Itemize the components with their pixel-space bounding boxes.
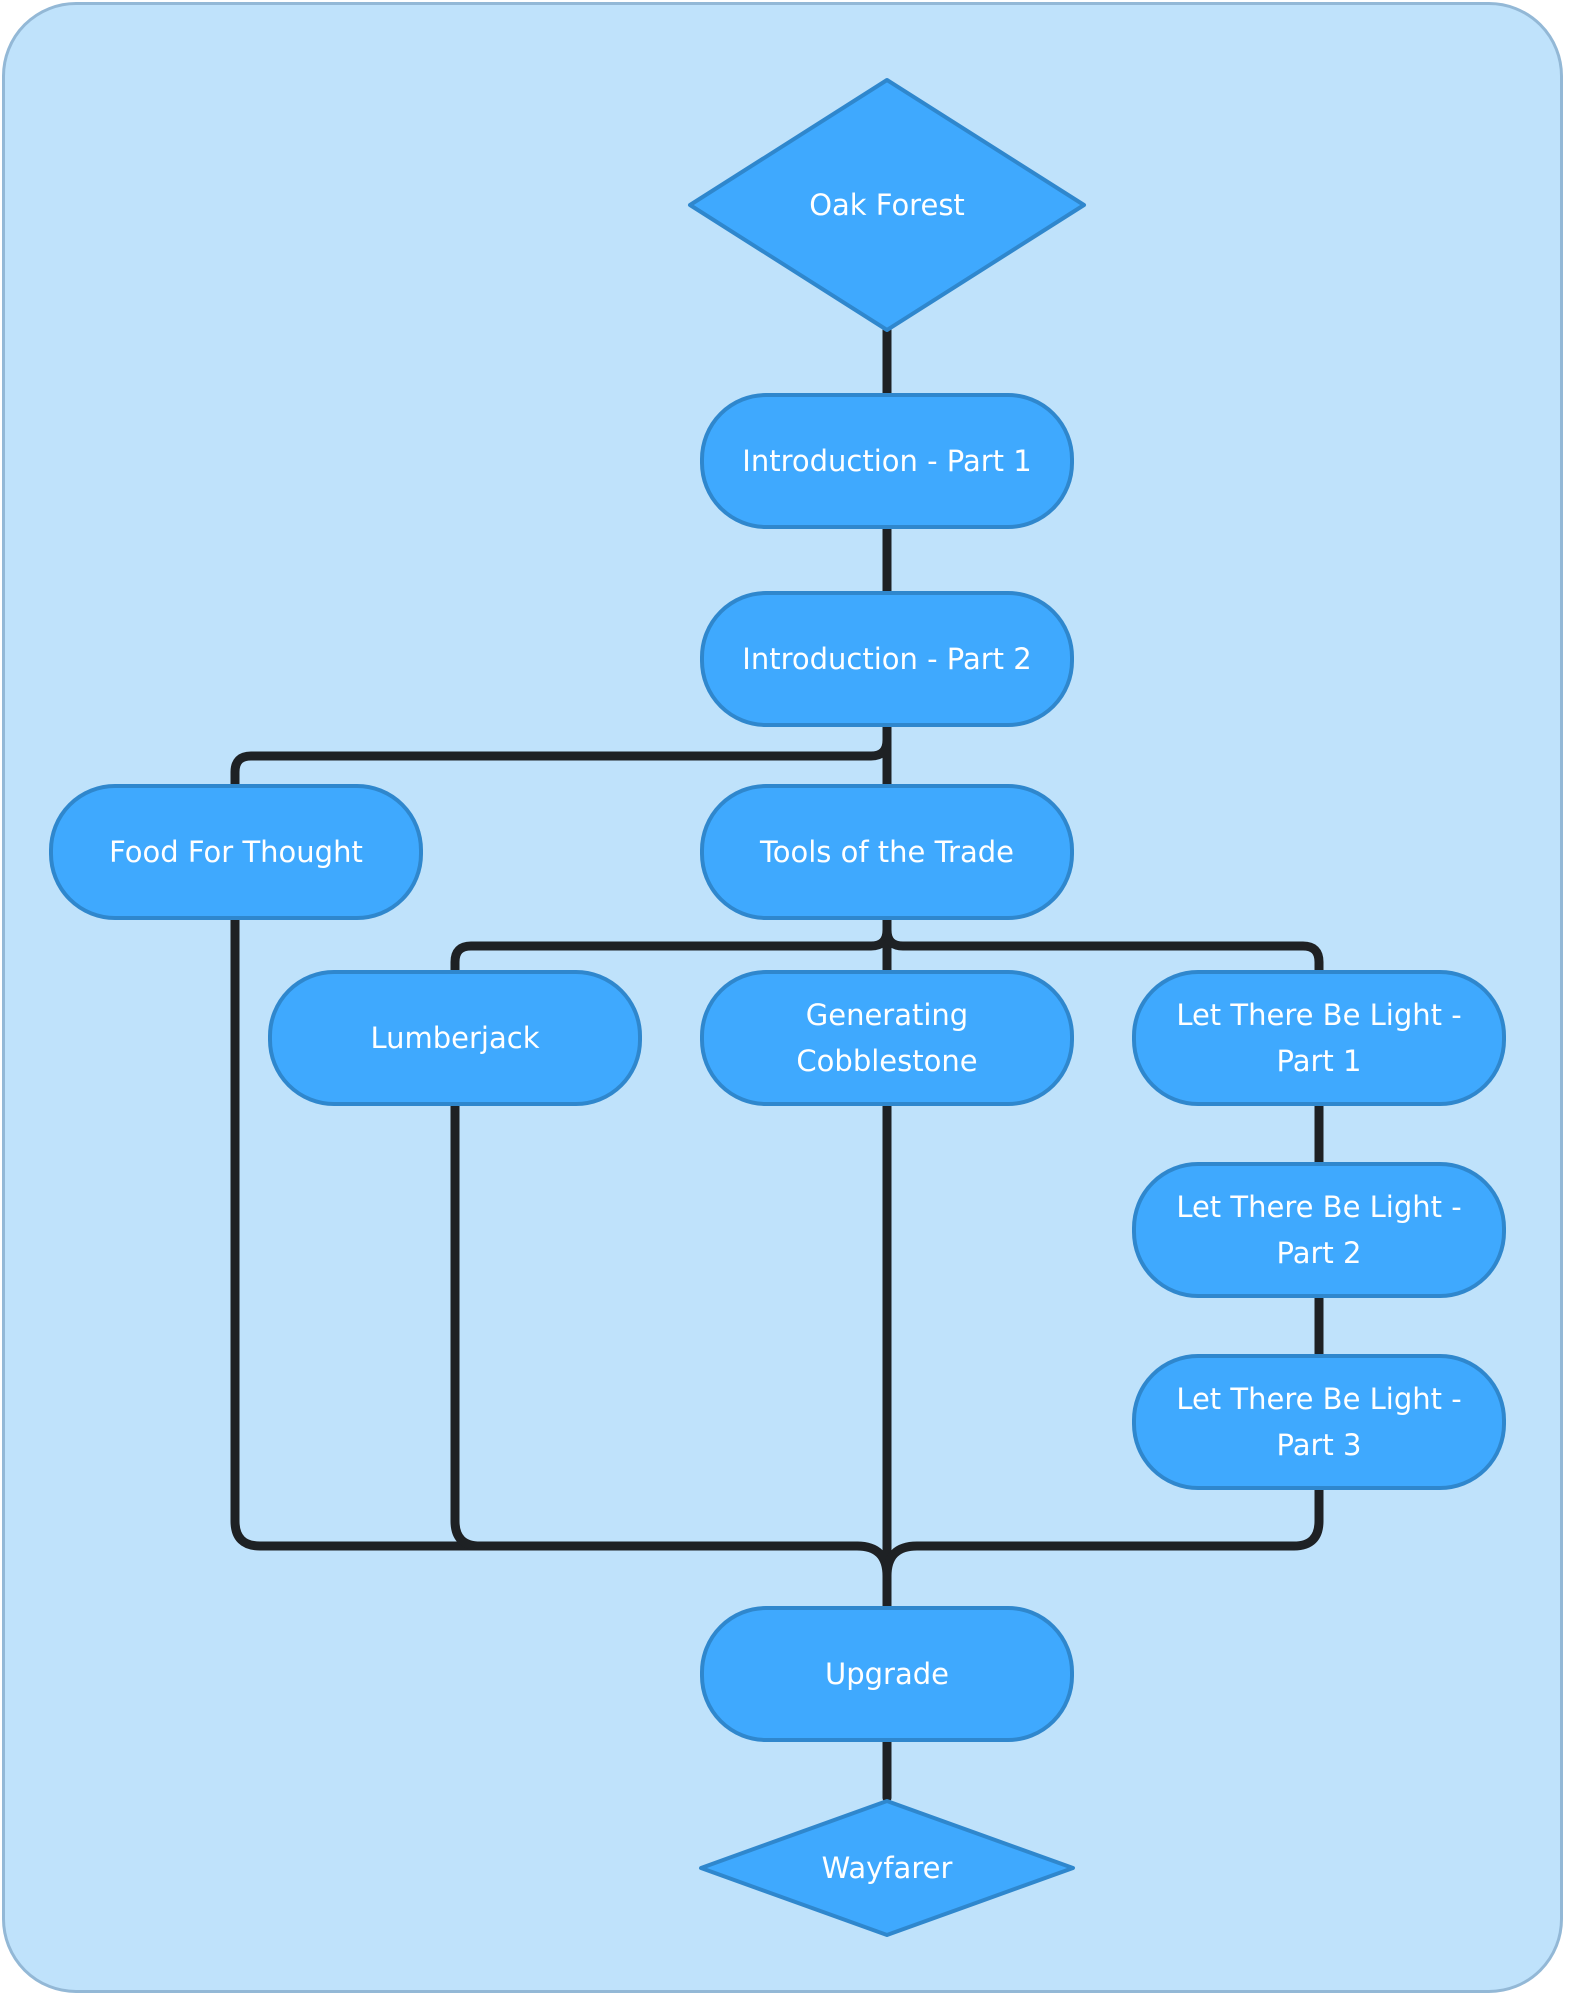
node-tools-of-the-trade[interactable]: Tools of the Trade xyxy=(700,784,1074,920)
edge-lumberjack-to-upgrade xyxy=(450,1101,862,1551)
generating-cobblestone-label: Generating Cobblestone xyxy=(796,998,978,1078)
node-generating-cobblestone[interactable]: Generating Cobblestone xyxy=(700,970,1074,1106)
node-intro-part1[interactable]: Introduction - Part 1 xyxy=(700,393,1074,529)
lumberjack-label: Lumberjack xyxy=(370,1021,540,1055)
wayfarer-label: Wayfarer xyxy=(821,1851,953,1885)
light-part1-label: Let There Be Light - Part 1 xyxy=(1176,998,1462,1078)
node-let-there-be-light-part2[interactable]: Let There Be Light - Part 2 xyxy=(1132,1162,1506,1298)
diamond-shape xyxy=(688,78,1086,332)
upgrade-label: Upgrade xyxy=(825,1657,949,1691)
intro-part1-label: Introduction - Part 1 xyxy=(742,444,1032,478)
node-intro-part2[interactable]: Introduction - Part 2 xyxy=(700,591,1074,727)
edge-tools-to-lumberjack xyxy=(450,914,892,975)
node-lumberjack[interactable]: Lumberjack xyxy=(268,970,642,1106)
oak-forest-label: Oak Forest xyxy=(809,188,965,222)
edge-light-part3-to-upgrade xyxy=(882,1485,1324,1581)
node-let-there-be-light-part1[interactable]: Let There Be Light - Part 1 xyxy=(1132,970,1506,1106)
intro-part2-label: Introduction - Part 2 xyxy=(742,642,1032,676)
diamond-shape xyxy=(699,1799,1075,1937)
light-part2-label: Let There Be Light - Part 2 xyxy=(1176,1190,1462,1270)
edge-intro-part2-to-food xyxy=(230,722,892,789)
node-food-for-thought[interactable]: Food For Thought xyxy=(49,784,423,920)
light-part3-label: Let There Be Light - Part 3 xyxy=(1176,1382,1462,1462)
start-diamond-oak-forest[interactable]: Oak Forest xyxy=(687,77,1087,333)
node-upgrade[interactable]: Upgrade xyxy=(700,1606,1074,1742)
node-let-there-be-light-part3[interactable]: Let There Be Light - Part 3 xyxy=(1132,1354,1506,1490)
tools-of-the-trade-label: Tools of the Trade xyxy=(759,835,1015,869)
end-diamond-wayfarer[interactable]: Wayfarer xyxy=(698,1798,1076,1938)
edge-tools-to-light-part1 xyxy=(882,914,1324,975)
food-for-thought-label: Food For Thought xyxy=(109,835,363,869)
